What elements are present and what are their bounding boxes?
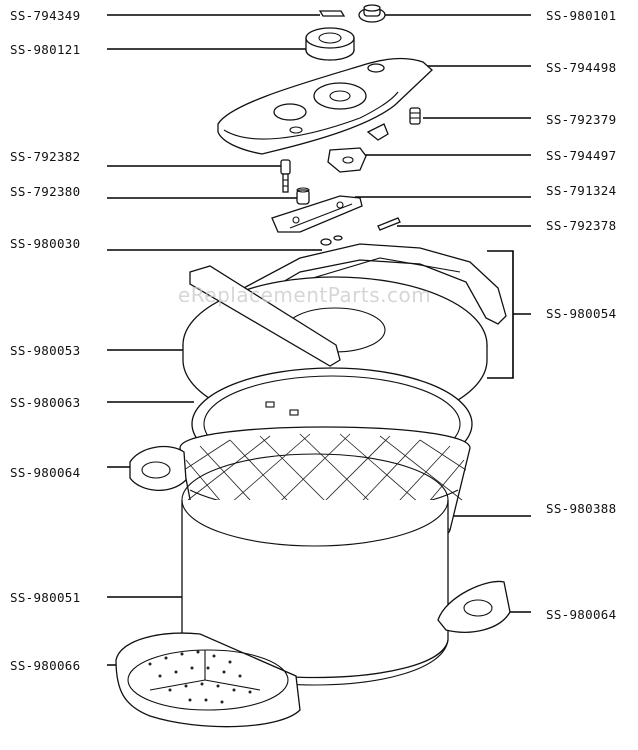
- part-980101-valve-knob: [358, 4, 386, 23]
- label-ss-980030: SS-980030: [10, 236, 81, 251]
- label-ss-980051: SS-980051: [10, 590, 81, 605]
- label-ss-792379: SS-792379: [546, 112, 617, 127]
- watermark: eReplacementParts.com: [178, 283, 432, 307]
- label-ss-980101: SS-980101: [546, 8, 617, 23]
- part-791324-bracket: [271, 195, 363, 233]
- part-792378-pin: [377, 217, 401, 231]
- part-980030-screw: [320, 235, 343, 246]
- label-ss-791324: SS-791324: [546, 183, 617, 198]
- label-ss-794497: SS-794497: [546, 148, 617, 163]
- label-ss-980053: SS-980053: [10, 343, 81, 358]
- part-980066-steam-tray: [115, 632, 301, 728]
- part-794349-plate: [318, 10, 346, 17]
- label-ss-792380: SS-792380: [10, 184, 81, 199]
- part-792379-spring: [409, 107, 421, 125]
- leader-lines: [107, 14, 531, 666]
- label-ss-980064-right: SS-980064: [546, 607, 617, 622]
- part-980064-right-handle: [437, 580, 511, 633]
- label-ss-792382: SS-792382: [10, 149, 81, 164]
- label-ss-980063: SS-980063: [10, 395, 81, 410]
- part-792380-nut: [296, 187, 310, 205]
- part-794498-top-plate: [217, 57, 433, 155]
- label-ss-980388: SS-980388: [546, 501, 617, 516]
- label-ss-792378: SS-792378: [546, 218, 617, 233]
- part-794497-lever: [327, 147, 367, 173]
- part-980064-left-handle: [129, 445, 187, 492]
- label-ss-794349: SS-794349: [10, 8, 81, 23]
- part-980121-cap: [305, 27, 355, 61]
- label-ss-980066: SS-980066: [10, 658, 81, 673]
- label-ss-980064-left: SS-980064: [10, 465, 81, 480]
- label-ss-794498: SS-794498: [546, 60, 617, 75]
- label-ss-980121: SS-980121: [10, 42, 81, 57]
- label-ss-980054: SS-980054: [546, 306, 617, 321]
- part-792382-bolt: [280, 159, 291, 193]
